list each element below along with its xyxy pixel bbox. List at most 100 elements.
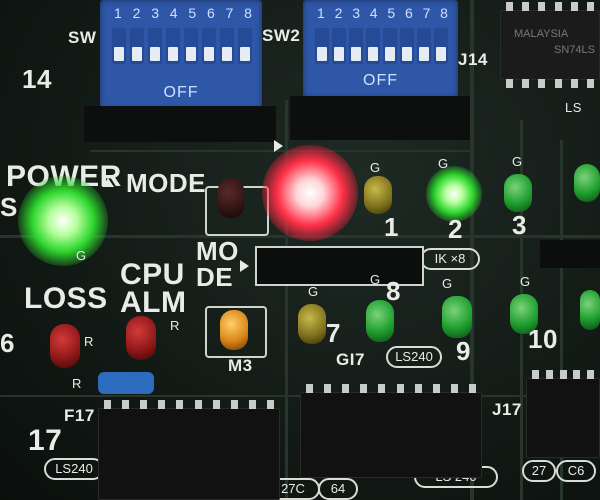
loss-label: LOSS — [24, 282, 108, 315]
dip-switch-1[interactable]: 1 2 3 4 5 6 7 8 OFF — [100, 0, 262, 110]
dip-lever[interactable] — [434, 28, 448, 64]
switch-number: 6 — [206, 5, 215, 21]
led-2 — [426, 166, 482, 222]
mode-led-red — [262, 145, 358, 241]
switch-number: 3 — [151, 5, 159, 21]
edge-label-s: S — [0, 192, 18, 222]
dip-lever[interactable] — [202, 28, 216, 64]
alm-label: ALM — [120, 286, 187, 319]
pcb-trace — [285, 100, 288, 500]
dip-lever[interactable] — [220, 28, 234, 64]
dip-lever[interactable] — [366, 28, 380, 64]
switch-base — [84, 106, 276, 142]
power-led — [18, 176, 108, 266]
dip-lever[interactable] — [417, 28, 431, 64]
switch-number: 8 — [244, 5, 252, 21]
ic-chip-bottom-left — [98, 400, 280, 500]
led-number: 2 — [448, 214, 463, 244]
led-m3 — [220, 310, 248, 350]
switch-number: 7 — [225, 5, 234, 21]
mode-label: MODE — [126, 168, 206, 198]
g17-label: GI7 — [336, 350, 365, 369]
switch-number: 4 — [169, 5, 178, 21]
dip-off-label: OFF — [363, 72, 398, 89]
dip-switch-2[interactable]: 1 2 3 4 5 6 7 8 OFF — [303, 0, 458, 98]
led-11 — [580, 290, 600, 330]
pcb-trace — [560, 140, 563, 500]
ik-x8-tag: IK ×8 — [420, 248, 480, 270]
m3-label: M3 — [228, 356, 253, 375]
led-number: 7 — [326, 318, 341, 348]
dip-switch-numbers: 1 2 3 4 5 6 7 8 — [317, 5, 448, 21]
g-mark: G — [370, 160, 381, 175]
dip-lever[interactable] — [112, 28, 126, 64]
switch-number: 4 — [369, 5, 378, 21]
dip-lever[interactable] — [130, 28, 144, 64]
dip-switch-numbers: 1 2 3 4 5 6 7 8 — [114, 5, 252, 21]
arrow-right-icon — [274, 140, 283, 152]
dip-off-label: OFF — [163, 84, 199, 101]
led-7 — [298, 304, 326, 344]
dip-lever[interactable] — [400, 28, 414, 64]
cpu-label: CPU — [120, 258, 185, 291]
dip-lever[interactable] — [349, 28, 363, 64]
switch-base — [290, 96, 470, 140]
r-mark: R — [170, 318, 180, 333]
dip-lever[interactable] — [315, 28, 329, 64]
led-number: 10 — [528, 324, 558, 354]
switch-number: 5 — [387, 5, 396, 21]
arrow-right-icon — [240, 260, 249, 272]
dip-lever[interactable] — [383, 28, 397, 64]
g-mark: G — [438, 156, 449, 171]
switch-number: 3 — [352, 5, 360, 21]
mode2-label-line2: DE — [196, 262, 234, 292]
led-1 — [364, 176, 392, 214]
led-4 — [574, 164, 600, 202]
g-mark: G — [76, 248, 87, 263]
cpu-alm-led — [126, 316, 156, 360]
mode-led-off — [218, 178, 244, 218]
arrow-up-icon — [102, 178, 114, 187]
dip-switch-levers[interactable] — [112, 28, 252, 64]
dip-switch-levers[interactable] — [315, 28, 448, 64]
ref-17-label: 17 — [28, 424, 63, 457]
f17-label: F17 — [64, 406, 95, 425]
switch-number: 2 — [132, 5, 141, 21]
c6-tag: C6 — [556, 460, 596, 482]
dip-lever[interactable] — [332, 28, 346, 64]
edge-label-6: 6 — [0, 328, 15, 358]
dip-lever[interactable] — [184, 28, 198, 64]
dip-lever[interactable] — [148, 28, 162, 64]
r-mark: R — [84, 334, 94, 349]
j14-label: J14 — [458, 50, 488, 69]
j17-label: J17 — [492, 400, 522, 419]
sw1-label: SW — [68, 28, 97, 47]
chip-ls-label: LS — [565, 100, 582, 115]
switch-number: 1 — [317, 5, 325, 21]
g-mark: G — [520, 274, 531, 289]
ic-chip-bottom-center — [300, 384, 482, 478]
g-mark: G — [308, 284, 319, 299]
header-connector — [540, 240, 600, 268]
ls240-tag: LS240 — [386, 346, 442, 368]
switch-number: 5 — [188, 5, 197, 21]
switch-number: 8 — [440, 5, 448, 21]
led-number: 1 — [384, 212, 399, 242]
chip-brand: MALAYSIA — [514, 28, 569, 40]
ic-chip-sn74ls: MALAYSIA SN74LS — [500, 2, 600, 88]
mode2-label-line1: MO — [196, 236, 239, 266]
g-mark: G — [512, 154, 523, 169]
led-number: 8 — [386, 276, 401, 306]
r-mark: R — [72, 376, 82, 391]
dip-lever[interactable] — [166, 28, 180, 64]
switch-number: 7 — [422, 5, 431, 21]
switch-number: 2 — [334, 5, 343, 21]
sw2-label: SW2 — [262, 26, 301, 45]
c64-tag: 64 — [318, 478, 358, 500]
switch-number: 6 — [404, 5, 413, 21]
dip-lever[interactable] — [238, 28, 252, 64]
led-holder-outline — [205, 306, 267, 358]
loss-led — [50, 324, 80, 368]
led-number: 3 — [512, 210, 527, 240]
